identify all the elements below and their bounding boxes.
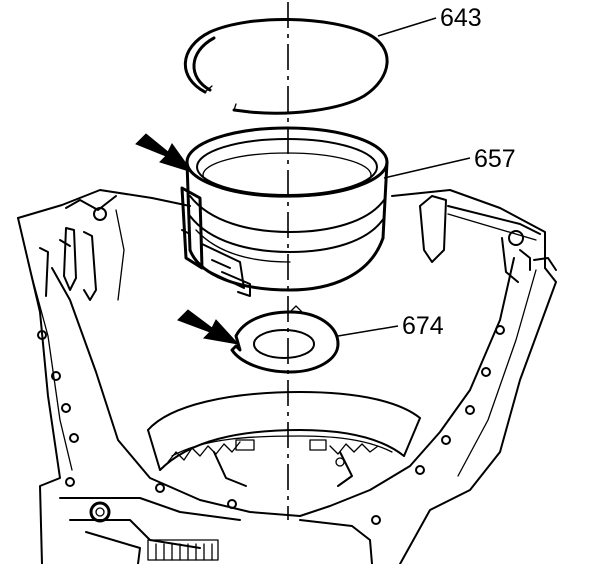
callout-657: 657 [474,145,516,173]
left-servo-detail [39,195,125,301]
thrust-washer [230,305,340,374]
callout-643: 643 [440,4,482,32]
reverse-band [180,126,389,297]
snap-ring [183,17,389,115]
arrow-icon [135,133,194,173]
callout-674: 674 [402,312,444,340]
leader-657 [383,157,471,179]
leader-674 [337,325,399,337]
bolt-holes [37,325,505,525]
arrow-icon [177,309,240,345]
transmission-case [17,189,557,564]
leader-643 [377,17,437,37]
right-servo-detail [419,195,557,283]
